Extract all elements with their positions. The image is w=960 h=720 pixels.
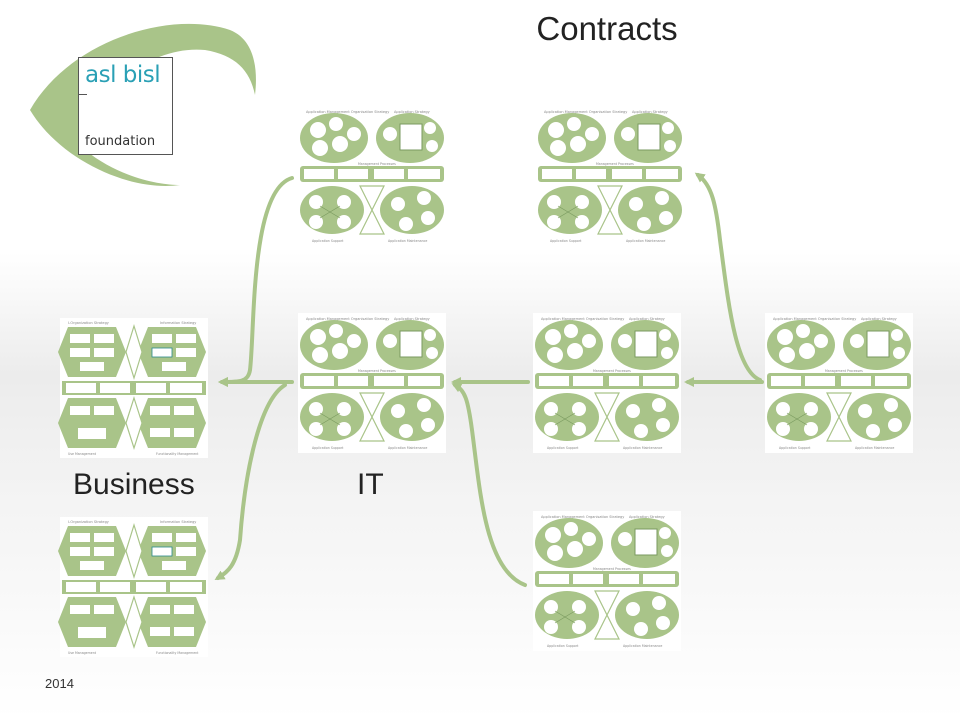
asl-diagram-supplier-middle [532, 312, 682, 454]
logo-text: asl bisl [85, 62, 161, 88]
bisl-diagram-business-top [57, 317, 209, 459]
asl-diagram-it-top [297, 105, 447, 247]
year-label: 2014 [45, 676, 74, 691]
asl-bisl-logo: asl bisl foundation [78, 57, 173, 155]
business-label: Business [73, 468, 195, 501]
asl-diagram-contracts-top [535, 105, 685, 247]
it-label: IT [357, 468, 384, 501]
asl-diagram-it-middle [297, 312, 447, 454]
arrow-supplier-bottom-to-it [451, 383, 527, 587]
bisl-diagram-business-bottom [57, 516, 209, 658]
arrow-it-to-business-bottom [214, 383, 287, 581]
arrow-right-to-top [694, 172, 762, 382]
asl-diagram-supplier-right [764, 312, 914, 454]
logo-subtext: foundation [85, 134, 156, 149]
slide-title: Contracts [536, 10, 678, 47]
asl-diagram-supplier-bottom [532, 510, 682, 652]
